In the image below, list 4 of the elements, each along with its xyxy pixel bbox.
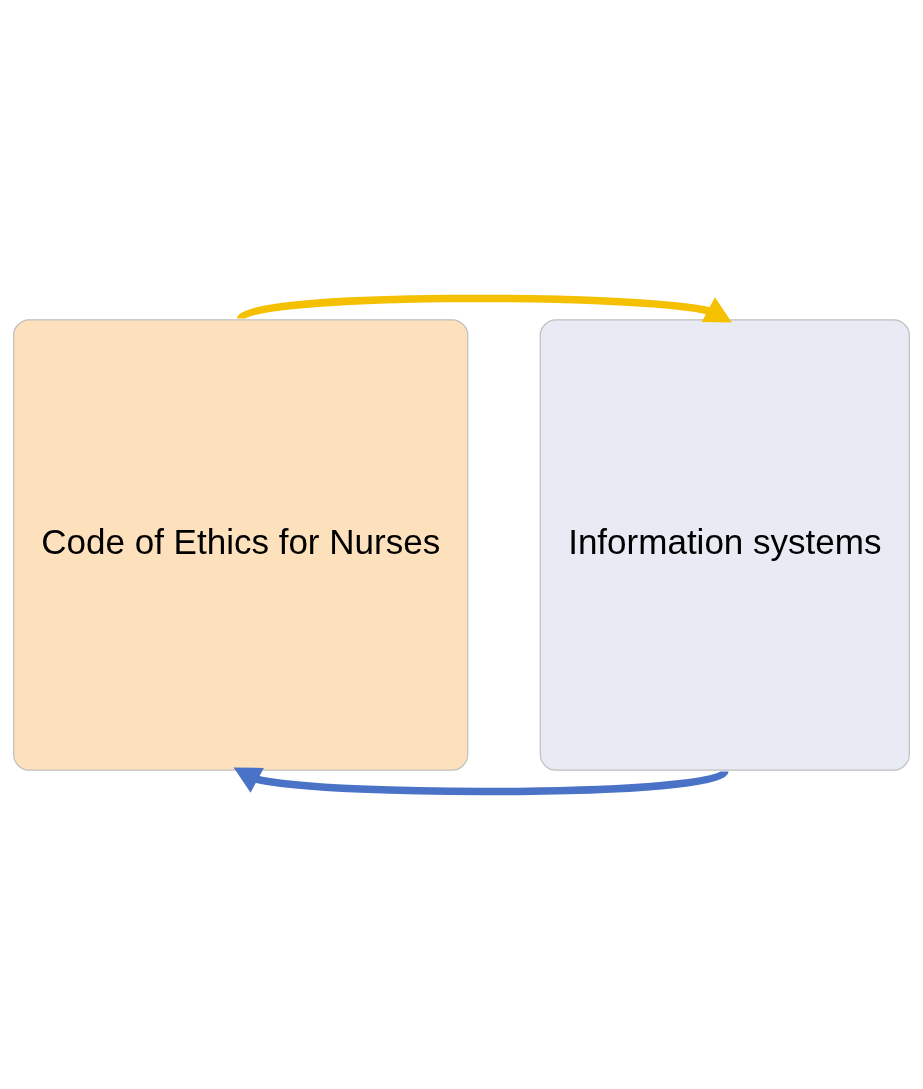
- arrow: [238, 294, 732, 322]
- node-box: Information systems: [539, 318, 910, 771]
- arrow: [233, 767, 728, 795]
- node-box: Code of Ethics for Nurses: [13, 318, 469, 771]
